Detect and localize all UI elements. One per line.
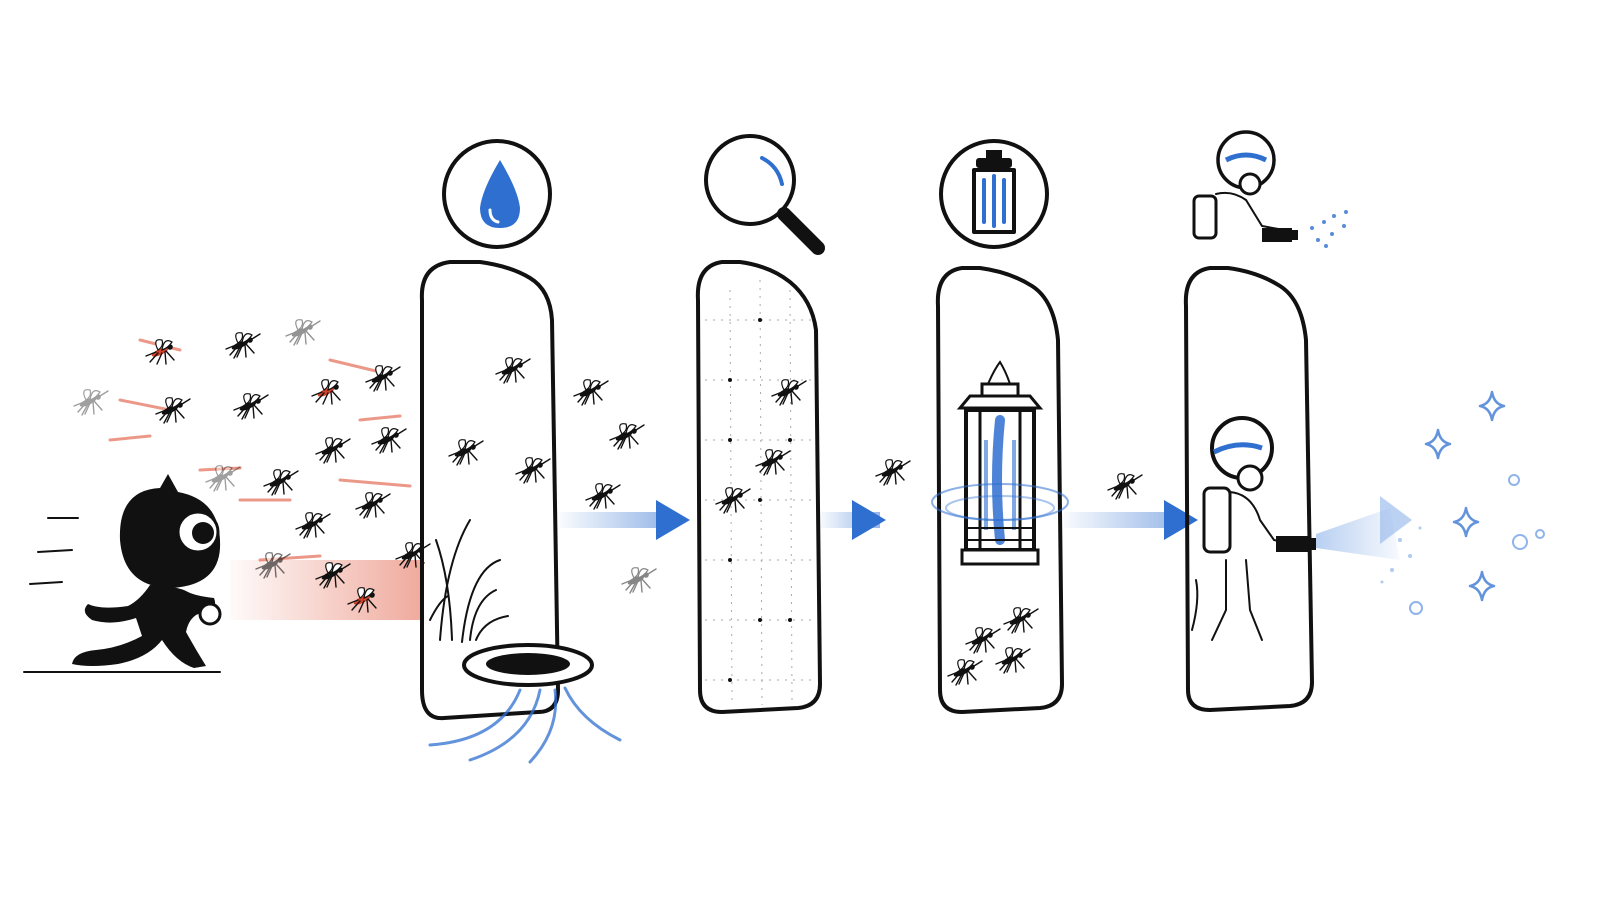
magnifying-glass-icon (704, 134, 825, 255)
mosquito-icon (1107, 473, 1143, 500)
mosquito-icon (315, 437, 351, 464)
mosquito-swarm (73, 319, 431, 620)
bubbles (1409, 474, 1545, 615)
dead-mosquitoes (947, 607, 1039, 686)
standing-water-drain-panel (419, 260, 560, 721)
mosquito-icon (233, 393, 269, 420)
fogging-worker-panel (1183, 266, 1314, 712)
mosquito-icon (371, 427, 407, 454)
icon-circle (442, 139, 552, 249)
mosquito-icon (311, 379, 341, 405)
mosquito-icon (875, 459, 911, 486)
mosquito-icon (755, 449, 791, 476)
stage-screen (695, 134, 825, 714)
mesh-grid (705, 279, 815, 706)
sprayer-worker-icon (1192, 130, 1348, 248)
spray-mist (1316, 496, 1422, 584)
clean-result (1409, 390, 1545, 615)
mosquito-icon (448, 439, 484, 466)
water-drop-icon (480, 160, 520, 228)
mosquito-icon (621, 567, 657, 594)
sparkle-icon (1424, 390, 1506, 602)
mosquito-icon (225, 332, 261, 359)
mosquito-icon (495, 357, 531, 384)
reeds (429, 519, 509, 643)
mosquito-icon (155, 397, 191, 424)
mosquito-icon (295, 512, 331, 539)
stage-drain (419, 139, 622, 764)
mosquito-icon (585, 483, 621, 510)
stage-spray (1183, 130, 1348, 712)
flow-arrow (1064, 500, 1198, 540)
water-flow (428, 686, 622, 764)
running-character-icon (23, 474, 222, 673)
window-screen-panel (695, 260, 822, 714)
lantern-trap-icon (972, 150, 1016, 234)
mosquito-icon (515, 457, 551, 484)
mosquito-icon (609, 423, 645, 450)
stage-trap (931, 139, 1069, 714)
flow-arrow (820, 500, 886, 540)
mosquito-icon (285, 319, 321, 346)
mosquito-icon (263, 469, 299, 496)
mosquito-icon (771, 379, 807, 406)
mosquito-icon (73, 389, 109, 416)
icon-circle (939, 139, 1049, 249)
mosquito-icon (573, 379, 609, 406)
mosquito-icon (355, 492, 391, 519)
flow-arrow (560, 500, 690, 540)
uv-lantern-trap-panel (935, 266, 1064, 714)
